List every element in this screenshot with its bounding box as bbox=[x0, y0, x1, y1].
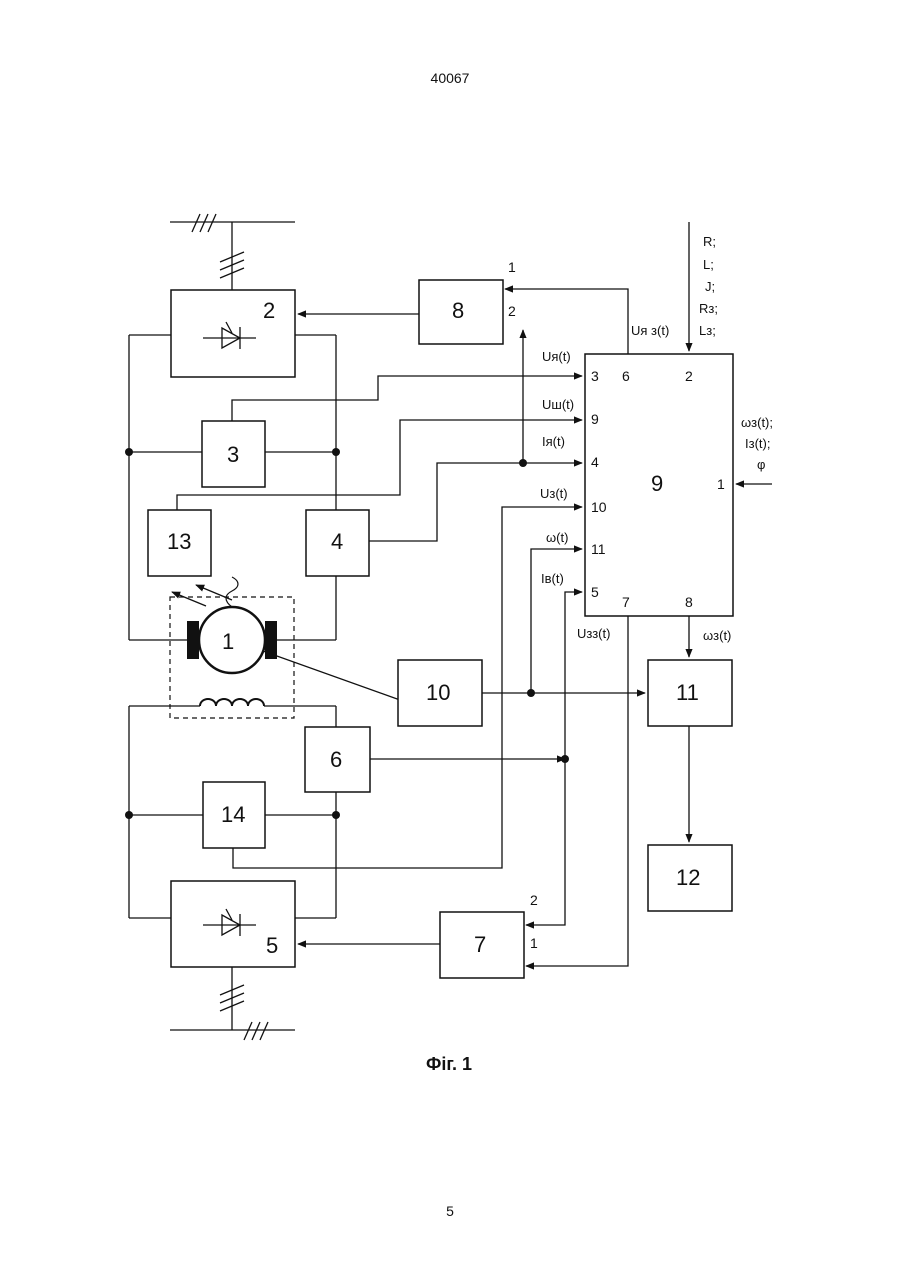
svg-text:3: 3 bbox=[591, 368, 599, 384]
svg-text:1: 1 bbox=[717, 476, 725, 492]
block-8: 8 bbox=[419, 280, 503, 344]
block-1-label: 1 bbox=[222, 629, 234, 654]
svg-text:L;: L; bbox=[703, 257, 714, 272]
svg-text:2: 2 bbox=[685, 368, 693, 384]
svg-text:7: 7 bbox=[622, 594, 630, 610]
svg-text:2: 2 bbox=[508, 303, 516, 319]
svg-text:Uя з(t): Uя з(t) bbox=[631, 323, 669, 338]
svg-text:3: 3 bbox=[227, 442, 239, 467]
svg-text:Uш(t): Uш(t) bbox=[542, 397, 574, 412]
svg-text:φ: φ bbox=[757, 457, 765, 472]
svg-text:ωз(t);: ωз(t); bbox=[741, 415, 773, 430]
block-7: 7 bbox=[440, 912, 524, 978]
svg-text:R;: R; bbox=[703, 234, 716, 249]
svg-text:Iз(t);: Iз(t); bbox=[745, 436, 770, 451]
svg-text:9: 9 bbox=[651, 471, 663, 496]
svg-text:2: 2 bbox=[263, 298, 275, 323]
svg-text:14: 14 bbox=[221, 802, 245, 827]
block-9: 9 bbox=[585, 354, 733, 616]
svg-text:ωз(t): ωз(t) bbox=[703, 628, 731, 643]
svg-text:8: 8 bbox=[685, 594, 693, 610]
svg-text:1: 1 bbox=[530, 935, 538, 951]
svg-text:5: 5 bbox=[266, 933, 278, 958]
svg-text:J;: J; bbox=[705, 279, 715, 294]
brush-right bbox=[265, 621, 277, 659]
block-3: 3 bbox=[202, 421, 265, 487]
svg-text:8: 8 bbox=[452, 298, 464, 323]
svg-text:ω(t): ω(t) bbox=[546, 530, 568, 545]
svg-text:12: 12 bbox=[676, 865, 700, 890]
supply-top bbox=[170, 214, 295, 290]
svg-text:Uя(t): Uя(t) bbox=[542, 349, 571, 364]
svg-text:11: 11 bbox=[591, 541, 606, 557]
block-14: 14 bbox=[203, 782, 265, 848]
supply-bottom bbox=[170, 967, 295, 1040]
svg-text:11: 11 bbox=[676, 680, 699, 705]
svg-text:Uз(t): Uз(t) bbox=[540, 486, 568, 501]
figure-caption: Фіг. 1 bbox=[426, 1054, 472, 1074]
svg-text:Uзз(t): Uзз(t) bbox=[577, 626, 610, 641]
block-10: 10 bbox=[398, 660, 482, 726]
svg-text:10: 10 bbox=[426, 680, 450, 705]
svg-text:4: 4 bbox=[591, 454, 599, 470]
svg-text:Iв(t): Iв(t) bbox=[541, 571, 564, 586]
svg-text:4: 4 bbox=[331, 529, 343, 554]
svg-text:13: 13 bbox=[167, 529, 191, 554]
svg-text:9: 9 bbox=[591, 411, 599, 427]
svg-text:2: 2 bbox=[530, 892, 538, 908]
block-11: 11 bbox=[648, 660, 732, 726]
thermal-link bbox=[226, 577, 238, 607]
svg-text:10: 10 bbox=[591, 499, 607, 515]
svg-text:6: 6 bbox=[622, 368, 630, 384]
block-12: 12 bbox=[648, 845, 732, 911]
block-5: 5 bbox=[171, 881, 295, 967]
svg-text:7: 7 bbox=[474, 932, 486, 957]
block-6: 6 bbox=[305, 727, 370, 792]
svg-text:1: 1 bbox=[508, 259, 516, 275]
svg-text:Iя(t): Iя(t) bbox=[542, 434, 565, 449]
brush-left bbox=[187, 621, 199, 659]
block-2: 2 bbox=[171, 290, 295, 377]
page-number: 5 bbox=[0, 1203, 900, 1219]
svg-text:Rз;: Rз; bbox=[699, 301, 718, 316]
svg-text:5: 5 bbox=[591, 584, 599, 600]
field-winding bbox=[200, 699, 264, 706]
svg-text:Lз;: Lз; bbox=[699, 323, 716, 338]
block-13: 13 bbox=[148, 510, 211, 576]
motor-unit: 1 bbox=[170, 577, 294, 718]
block-4: 4 bbox=[306, 510, 369, 576]
svg-text:6: 6 bbox=[330, 747, 342, 772]
